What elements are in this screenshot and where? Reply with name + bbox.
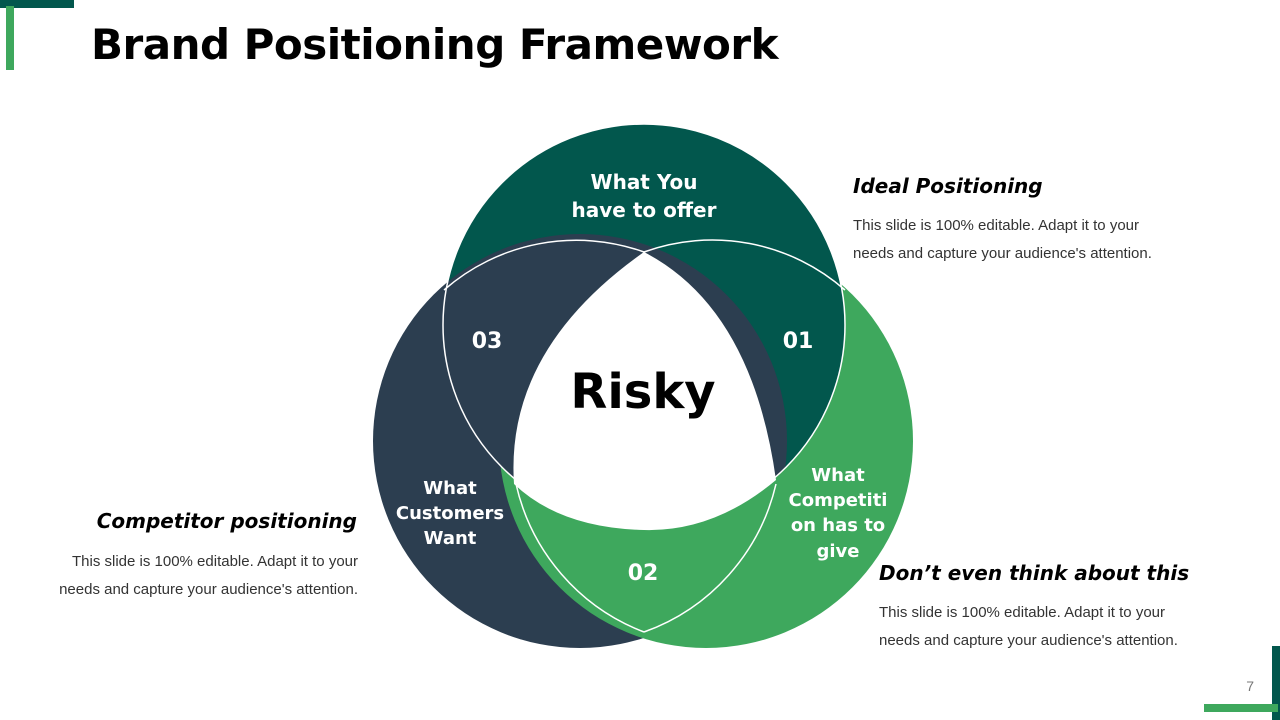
callout-body-ideal: This slide is 100% editable. Adapt it to… (853, 217, 1152, 262)
label-left-line-1: What (423, 478, 477, 499)
label-left-line-3: Want (424, 528, 477, 549)
label-right-line-1: What (811, 465, 865, 486)
label-right-line-2: Competiti (789, 490, 888, 511)
callout-heading-competitor: Competitor positioning (96, 509, 357, 533)
label-top-line-1: What You (591, 170, 698, 194)
overlap-number-01: 01 (783, 329, 814, 354)
label-right-line-4: give (817, 541, 860, 562)
label-left-line-2: Customers (396, 503, 504, 524)
page-number: 7 (1246, 678, 1254, 694)
callout-body-competitor: This slide is 100% editable. Adapt it to… (59, 553, 358, 598)
overlap-number-02: 02 (628, 561, 659, 586)
label-right-line-3: on has to (791, 515, 885, 536)
callout-heading-ideal: Ideal Positioning (853, 174, 1043, 198)
callout-heading-dont: Don’t even think about this (879, 561, 1190, 585)
corner-accent-bottom-right (1204, 646, 1280, 720)
overlap-number-03: 03 (472, 329, 503, 354)
center-label: Risky (570, 364, 715, 420)
center-region (513, 252, 776, 531)
corner-accent-top-left (0, 0, 74, 70)
callout-body-dont: This slide is 100% editable. Adapt it to… (879, 604, 1178, 649)
label-top-line-2: have to offer (572, 198, 717, 222)
page-title: Brand Positioning Framework (91, 20, 779, 69)
